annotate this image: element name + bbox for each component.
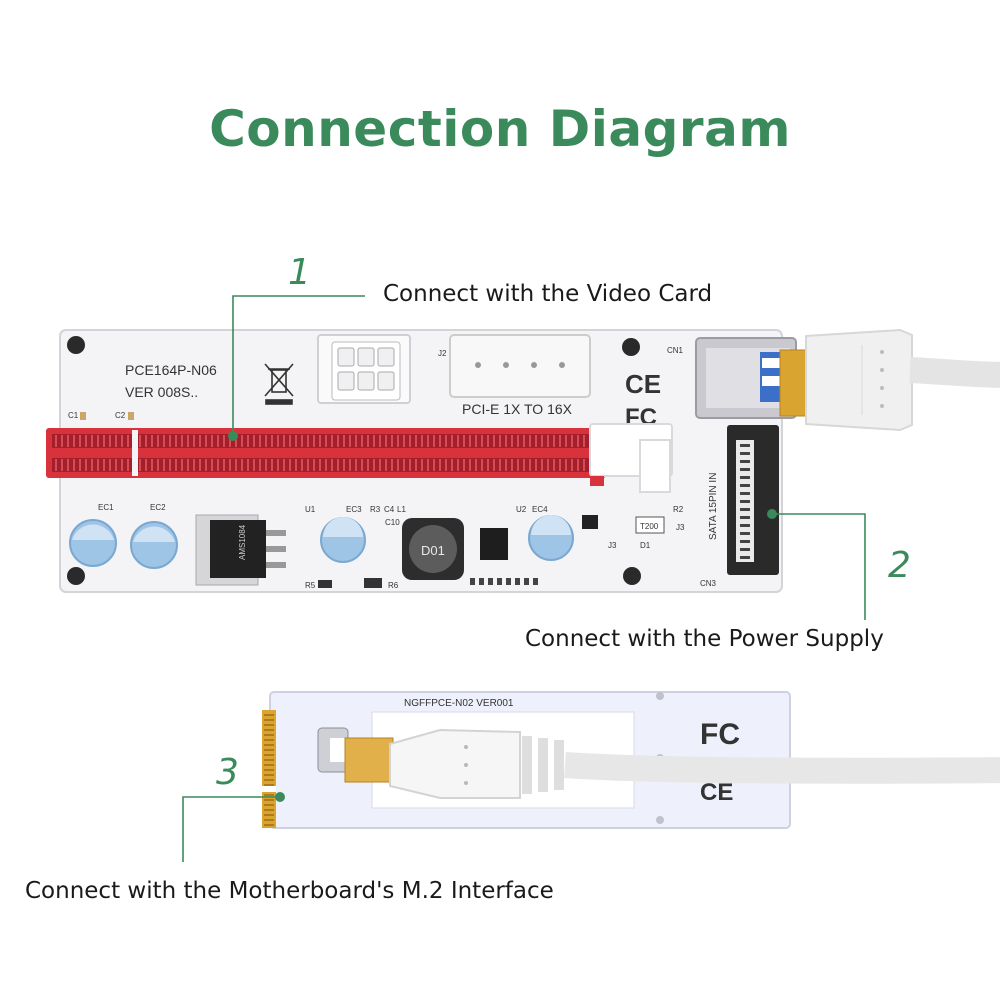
svg-text:C10: C10 — [385, 518, 400, 527]
usb-cable-adapter — [389, 728, 1000, 799]
board-version-text: VER 008S.. — [125, 384, 198, 400]
mini-usb-connector — [317, 727, 394, 783]
step-label-2: Connect with the Power Supply — [525, 626, 884, 652]
svg-text:U2: U2 — [516, 505, 527, 514]
svg-text:C4: C4 — [384, 505, 395, 514]
callout-line-3 — [182, 796, 280, 862]
callout-dot-2 — [767, 509, 777, 519]
fuse: J3 D1 T200 — [582, 515, 665, 550]
slot-label: PCI-E 1X TO 16X — [462, 401, 573, 417]
svg-text:R3: R3 — [370, 505, 381, 514]
svg-text:U1: U1 — [305, 505, 316, 514]
capacitor-ec2: EC2 — [130, 503, 178, 569]
svg-text:EC1: EC1 — [98, 503, 114, 512]
step-label-1: Connect with the Video Card — [383, 281, 713, 307]
svg-text:EC4: EC4 — [532, 505, 548, 514]
svg-text:J3: J3 — [676, 523, 685, 532]
molex-connector: J2 — [438, 334, 591, 398]
svg-text:D01: D01 — [421, 543, 445, 558]
svg-text:CN3: CN3 — [700, 579, 717, 588]
svg-text:D1: D1 — [640, 541, 651, 550]
svg-text:C2: C2 — [115, 411, 126, 420]
usb-cable-riser — [779, 328, 1000, 432]
mounting-hole — [67, 567, 85, 585]
svg-text:R5: R5 — [305, 581, 316, 590]
callout-line-1 — [232, 295, 365, 436]
svg-text:EC2: EC2 — [150, 503, 166, 512]
page-title: Connection Diagram — [209, 100, 791, 158]
callout-line-2 — [772, 513, 866, 620]
weee-bin-icon — [264, 363, 294, 405]
sata-label: SATA 15PIN IN — [708, 473, 719, 540]
adapter-model-text: NGFFPCE-N02 VER001 — [404, 698, 514, 709]
mounting-hole — [622, 338, 640, 356]
capacitor-ec1: EC1 — [69, 503, 117, 567]
svg-text:EC3: EC3 — [346, 505, 362, 514]
pcie-x16-slot — [46, 423, 673, 493]
adapter-fc-mark: FC — [700, 718, 740, 751]
svg-text:J2: J2 — [438, 349, 447, 358]
callout-dot-1 — [228, 431, 238, 441]
inductor: R3 C4 L1 C10 D01 — [370, 505, 464, 580]
svg-text:T200: T200 — [640, 522, 659, 531]
mounting-hole — [623, 567, 641, 585]
m2-adapter-board: NGFFPCE-N02 VER001 FC CE — [262, 691, 1000, 829]
voltage-regulator: U1 AMS1084 — [195, 505, 316, 586]
sata-power-connector: SATA 15PIN IN CN3 — [700, 425, 779, 588]
board-model-text: PCE164P-N06 — [125, 362, 217, 378]
ic-chip: U2 — [480, 505, 527, 560]
ce-mark: CE — [625, 369, 661, 399]
svg-text:J3: J3 — [608, 541, 617, 550]
capacitor-ec4: EC4 — [528, 505, 574, 561]
svg-text:CN1: CN1 — [667, 346, 684, 355]
svg-text:C1: C1 — [68, 411, 79, 420]
mounting-hole — [67, 336, 85, 354]
six-pin-power-header — [317, 334, 411, 404]
step-label-3: Connect with the Motherboard's M.2 Inter… — [25, 878, 554, 904]
adapter-ce-mark: CE — [700, 779, 733, 806]
riser-board: PCE164P-N06 VER 008S.. J2 — [46, 328, 1000, 593]
step-number-1: 1 — [288, 252, 311, 293]
step-number-3: 3 — [216, 752, 239, 793]
callout-dot-3 — [275, 792, 285, 802]
svg-text:L1: L1 — [397, 505, 406, 514]
step-number-2: 2 — [888, 545, 911, 586]
svg-text:AMS1084: AMS1084 — [238, 524, 247, 560]
capacitor-ec3: EC3 — [320, 505, 366, 563]
svg-text:R6: R6 — [388, 581, 399, 590]
svg-text:R2: R2 — [673, 505, 684, 514]
